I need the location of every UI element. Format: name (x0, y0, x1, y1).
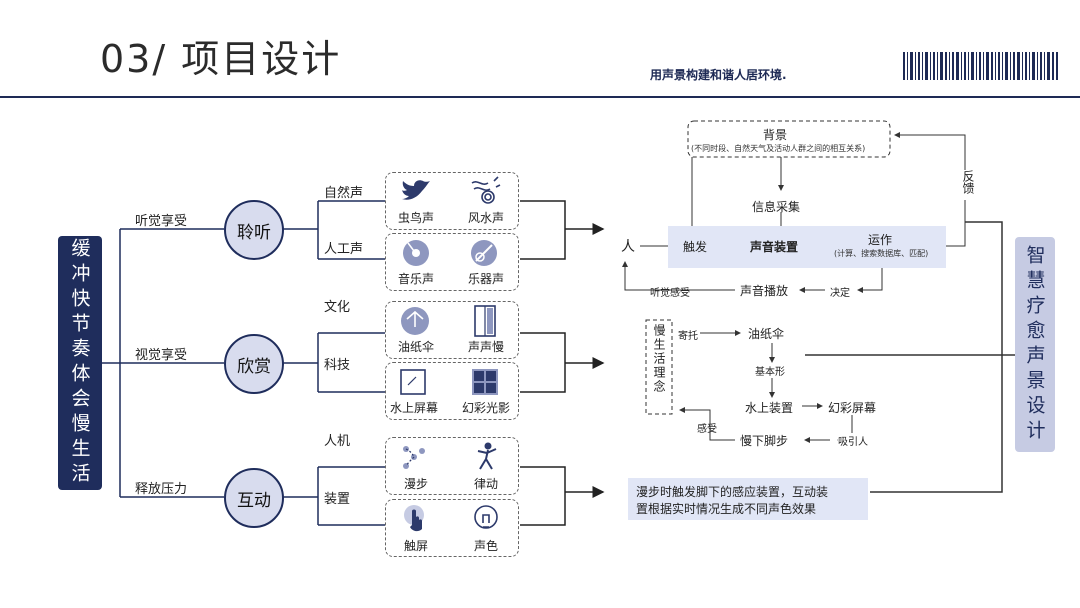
sub-human-machine: 人机 (324, 434, 351, 449)
door-panel-icon (474, 305, 496, 337)
flow2-entrust: 寄托 (678, 331, 698, 342)
item-stroll: 漫步 (403, 477, 428, 491)
flow1-background: 背景 (763, 128, 788, 142)
item-oil-umbrella: 油纸伞 (397, 340, 434, 354)
umbrella-icon (401, 307, 429, 335)
branch-label-hearing: 听觉享受 (135, 214, 188, 229)
flow1-operate-note: (计算、搜索数据库、匹配) (834, 249, 929, 258)
node-appreciate: 欣赏 (224, 334, 284, 394)
flow1-background-note: (不同时段、自然天气及活动人群之间的相互关系) (691, 144, 866, 153)
guitar-icon (471, 240, 497, 266)
flow1-collect: 信息采集 (752, 200, 801, 214)
theme-box-slow-life: 缓冲快节奏体会慢生活 (58, 236, 102, 490)
item-water-screen: 水上屏幕 (389, 401, 438, 415)
walk-icon (403, 446, 425, 469)
item-colorful-light: 幻彩光影 (461, 401, 510, 415)
grid-icon (472, 369, 498, 395)
item-shengshengman: 声声慢 (467, 340, 504, 354)
flow2-slow-step: 慢下脚步 (740, 434, 789, 448)
item-wind-water: 风水声 (467, 211, 504, 225)
flow2-basic-form: 基本形 (755, 367, 785, 378)
icon-group-human-machine: 漫步 律动 (385, 437, 519, 495)
item-rhythm: 律动 (473, 477, 498, 491)
item-music: 音乐声 (397, 272, 434, 286)
flow1-device: 声音装置 (750, 240, 799, 254)
flow2-umbrella: 油纸伞 (748, 327, 785, 341)
sub-device: 装置 (324, 492, 351, 507)
flow3-line2: 置根据实时情况生成不同声色效果 (636, 502, 817, 516)
branch-label-visual: 视觉享受 (135, 348, 188, 363)
flow1-operate: 运作 (868, 233, 893, 247)
sub-technology: 科技 (324, 358, 351, 373)
flow1-hear: 听觉感受 (650, 288, 690, 299)
flow2-screen: 幻彩屏幕 (828, 401, 877, 415)
icon-group-technology: 水上屏幕 幻彩光影 (385, 362, 519, 420)
sub-natural-sound: 自然声 (324, 186, 364, 201)
flow3-line1: 漫步时触发脚下的感应装置，互动装 (636, 485, 829, 499)
screen-icon (400, 369, 426, 395)
node-listen: 聆听 (224, 200, 284, 260)
bulb-icon (474, 505, 498, 529)
icon-group-device: 触屏 声色 (385, 499, 519, 557)
barcode-icon (903, 52, 1058, 80)
flow2-feel: 感受 (697, 424, 717, 435)
item-instrument: 乐器声 (467, 272, 504, 286)
flow1-highlight (668, 226, 946, 268)
item-sound-color: 声色 (473, 539, 498, 553)
flow1-decide: 决定 (830, 288, 850, 299)
theme-box-smart-healing: 智慧疗愈声景设计 (1015, 237, 1055, 452)
flow1-person: 人 (621, 239, 635, 255)
flow2-water-device: 水上装置 (745, 401, 794, 415)
touch-icon (404, 505, 424, 532)
flow2-slow-life: 慢生活理念 (652, 324, 666, 394)
header-divider (0, 96, 1080, 98)
item-touchscreen: 触屏 (403, 539, 428, 553)
bird-icon (402, 180, 430, 200)
sub-culture: 文化 (324, 300, 351, 315)
page-title: 03/ 项目设计 (100, 37, 342, 81)
icon-group-culture: 油纸伞 声声慢 (385, 301, 519, 359)
flow1-playback: 声音播放 (740, 282, 789, 299)
node-interact: 互动 (224, 468, 284, 528)
item-insect-bird: 虫鸟声 (397, 211, 434, 225)
water-wind-icon (471, 176, 501, 204)
flow2-attract: 吸引人 (838, 433, 868, 448)
dance-icon (477, 442, 497, 470)
flow1-feedback: 反馈 (960, 170, 977, 194)
icon-group-artificial: 音乐声 乐器声 (385, 233, 519, 291)
icon-group-natural: 虫鸟声 风水声 (385, 172, 519, 230)
music-disc-icon (403, 240, 429, 266)
tagline: 用声景构建和谐人居环境. (650, 68, 787, 82)
flow3-description-box: 漫步时触发脚下的感应装置，互动装 置根据实时情况生成不同声色效果 (628, 478, 868, 520)
flow1-trigger: 触发 (683, 240, 708, 254)
sub-artificial-sound: 人工声 (324, 242, 364, 257)
branch-label-release: 释放压力 (135, 482, 188, 497)
